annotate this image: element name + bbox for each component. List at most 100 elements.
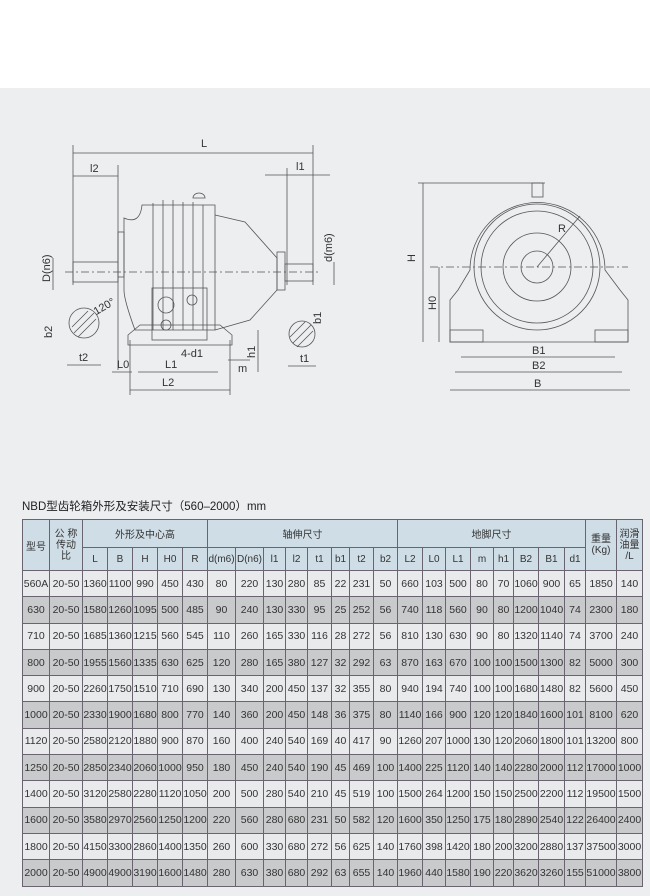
table-cell: 280	[263, 780, 286, 808]
table-cell: 20-50	[49, 675, 83, 703]
label-L: L	[201, 138, 207, 150]
table-cell: 3620	[513, 859, 539, 887]
vent-cap	[192, 192, 206, 199]
table-cell: 1880	[132, 727, 158, 756]
table-cell: 740	[445, 675, 471, 703]
table-cell: 1050	[182, 780, 208, 808]
table-cell: 3200	[513, 832, 539, 861]
table-cell: 1000	[157, 754, 183, 782]
table-cell: 450	[616, 675, 643, 703]
table-cell: 280	[285, 569, 308, 598]
table-cell: 3260	[538, 859, 565, 887]
table-cell: 260	[235, 622, 264, 650]
column-header: l2	[285, 547, 308, 571]
header-oil: 润滑 油量 /L	[616, 519, 643, 571]
table-cell: 1215	[132, 622, 158, 650]
table-cell: 2850	[82, 754, 108, 782]
model-cell: 630	[22, 596, 50, 624]
table-cell: 63	[331, 859, 350, 887]
table-cell: 112	[564, 754, 586, 782]
table-cell: 340	[235, 675, 264, 703]
table-cell: 140	[493, 754, 514, 782]
output-cone	[214, 214, 278, 331]
table-cell: 1000	[616, 754, 643, 782]
table-cell: 1300	[538, 648, 565, 677]
table-cell: 120	[373, 806, 398, 834]
table-cell: 50	[373, 569, 398, 598]
table-cell: 240	[263, 727, 286, 756]
table-cell: 220	[207, 806, 236, 834]
table-cell: 2890	[513, 806, 539, 834]
table-cell: 200	[263, 701, 286, 729]
table-cell: 800	[157, 701, 183, 729]
table-cell: 990	[132, 569, 158, 598]
table-cell: 5600	[585, 675, 617, 703]
table-cell: 1600	[538, 701, 565, 729]
table-cell: 655	[349, 859, 374, 887]
table-cell: 1400	[397, 754, 423, 782]
table-cell: 100	[493, 675, 514, 703]
table-cell: 350	[422, 806, 446, 834]
header-weight: 重量 (Kg)	[585, 519, 617, 571]
column-header: B2	[513, 547, 539, 571]
header-shaft: 轴伸尺寸	[207, 519, 398, 548]
table-cell: 4900	[107, 859, 133, 887]
column-header: L0	[422, 547, 446, 571]
table-cell: 101	[564, 701, 586, 729]
table-cell: 20-50	[49, 780, 83, 808]
label-D-n6: D(n6)	[41, 254, 53, 282]
table-cell: 1850	[585, 569, 617, 598]
model-cell: 1000	[22, 701, 50, 729]
table-cell: 80	[373, 701, 398, 729]
table-cell: 160	[207, 727, 236, 756]
table-cell: 620	[616, 701, 643, 729]
table-cell: 485	[182, 596, 208, 624]
column-header: B1	[538, 547, 565, 571]
table-cell: 440	[422, 859, 446, 887]
table-cell: 1500	[397, 780, 423, 808]
table-cell: 1600	[397, 806, 423, 834]
column-header: l1	[263, 547, 286, 571]
table-cell: 231	[307, 806, 332, 834]
table-cell: 398	[422, 832, 446, 861]
column-header: t1	[307, 547, 332, 571]
table-cell: 122	[564, 806, 586, 834]
table-cell: 1320	[513, 622, 539, 650]
table-cell: 280	[263, 806, 286, 834]
table-cell: 65	[564, 569, 586, 598]
column-header: L	[82, 547, 108, 571]
label-120-deg: 120°	[92, 296, 118, 318]
table-cell: 1060	[513, 569, 539, 598]
table-cell: 2880	[538, 832, 565, 861]
column-header: R	[182, 547, 208, 571]
table-cell: 2060	[513, 727, 539, 756]
table-cell: 1480	[182, 859, 208, 887]
table-cell: 240	[616, 622, 643, 650]
dimensions-table: 型号 公 称 传动 比 外形及中心高 轴伸尺寸 地脚尺寸 重量 (Kg) 润滑 …	[22, 519, 643, 887]
table-cell: 20-50	[49, 754, 83, 782]
label-l2: l2	[90, 163, 99, 175]
table-cell: 1580	[82, 596, 108, 624]
table-cell: 17000	[585, 754, 617, 782]
table-cell: 165	[263, 622, 286, 650]
table-cell: 20-50	[49, 727, 83, 756]
table-cell: 120	[493, 701, 514, 729]
table-cell: 940	[397, 675, 423, 703]
table-cell: 2400	[616, 806, 643, 834]
table-cell: 500	[445, 569, 471, 598]
label-b2: b2	[43, 326, 55, 338]
table-cell: 540	[285, 727, 308, 756]
column-header: H	[132, 547, 158, 571]
table-cell: 264	[422, 780, 446, 808]
table-cell: 231	[349, 569, 374, 598]
table-cell: 51000	[585, 859, 617, 887]
table-cell: 20-50	[49, 806, 83, 834]
table-cell: 330	[285, 596, 308, 624]
table-cell: 1750	[107, 675, 133, 703]
table-cell: 1960	[397, 859, 423, 887]
table-cell: 110	[207, 622, 236, 650]
table-cell: 32	[331, 648, 350, 677]
table-cell: 1760	[397, 832, 423, 861]
